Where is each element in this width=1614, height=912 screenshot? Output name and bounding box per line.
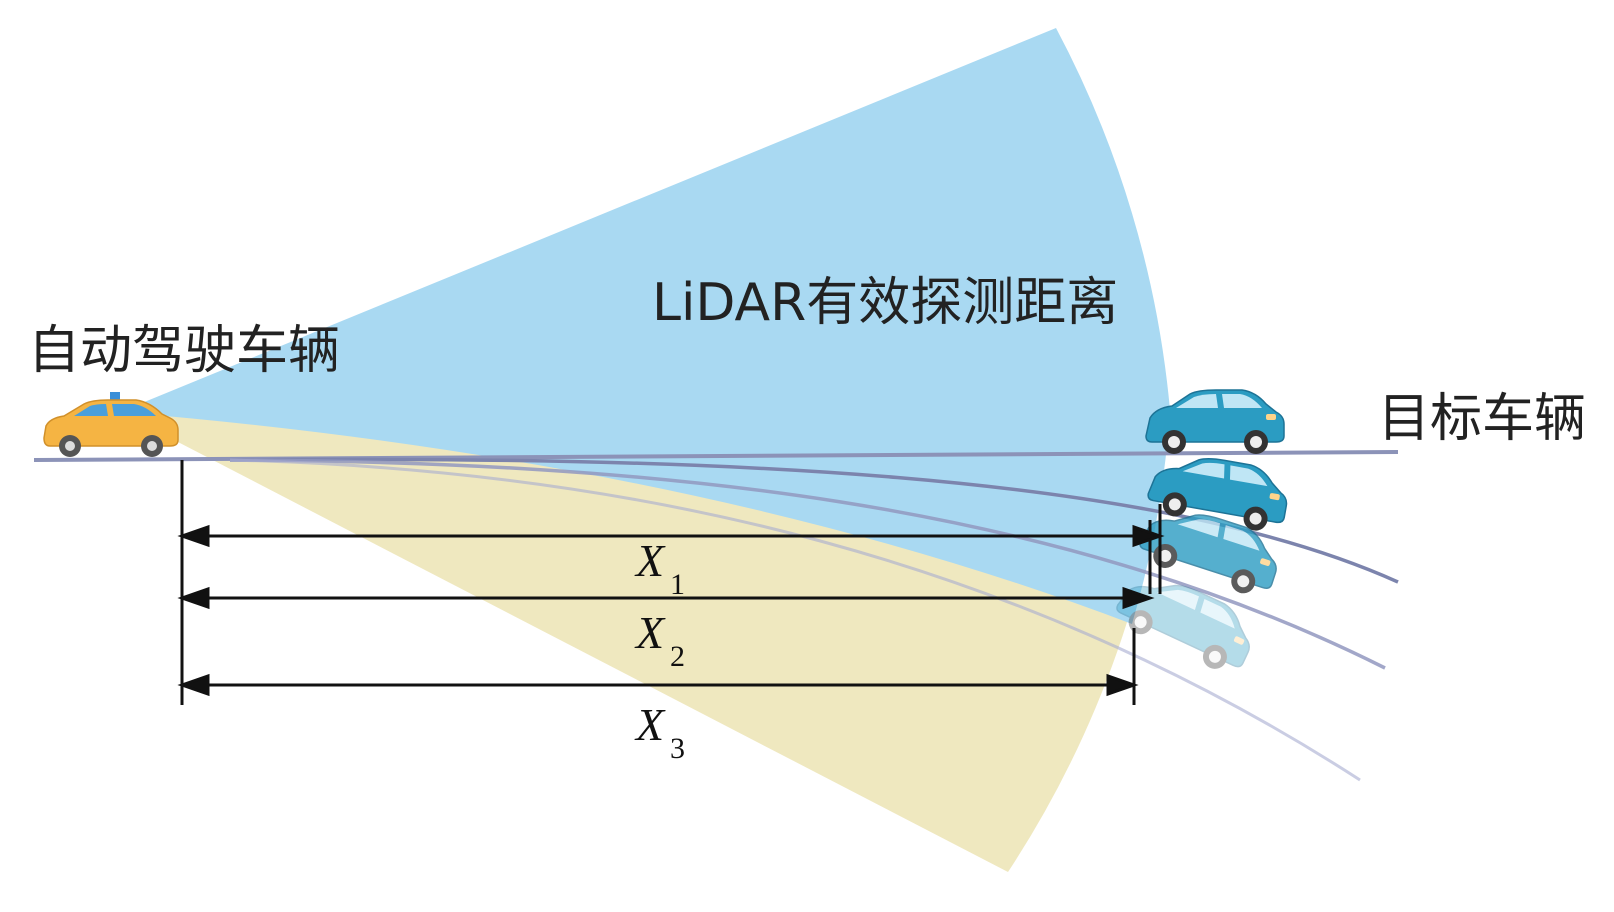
distance-var-x1: X	[634, 535, 666, 586]
road-curve-3	[229, 458, 1361, 782]
distance-sub-x3: 3	[670, 732, 685, 765]
dimension-lines	[177, 460, 1165, 705]
distance-sub-x2: 2	[670, 640, 685, 673]
distance-sub-x1: 1	[670, 568, 685, 601]
distance-label-x1: X 1	[634, 535, 685, 601]
distance-label-x3: X 3	[634, 699, 685, 765]
distance-var-x2: X	[634, 607, 666, 658]
distance-label-x2: X 2	[634, 607, 685, 673]
lidar-range-label: LiDAR有效探测距离	[652, 273, 1118, 333]
ego-vehicle-label: 自动驾驶车辆	[28, 321, 340, 381]
lidar-detection-fan	[120, 28, 1170, 624]
distance-var-x3: X	[634, 699, 666, 750]
road-curve-1	[229, 457, 1399, 584]
taxi-car-icon	[43, 392, 179, 457]
target-vehicle-label: 目标车辆	[1378, 389, 1586, 449]
road-curve-2	[229, 458, 1386, 670]
